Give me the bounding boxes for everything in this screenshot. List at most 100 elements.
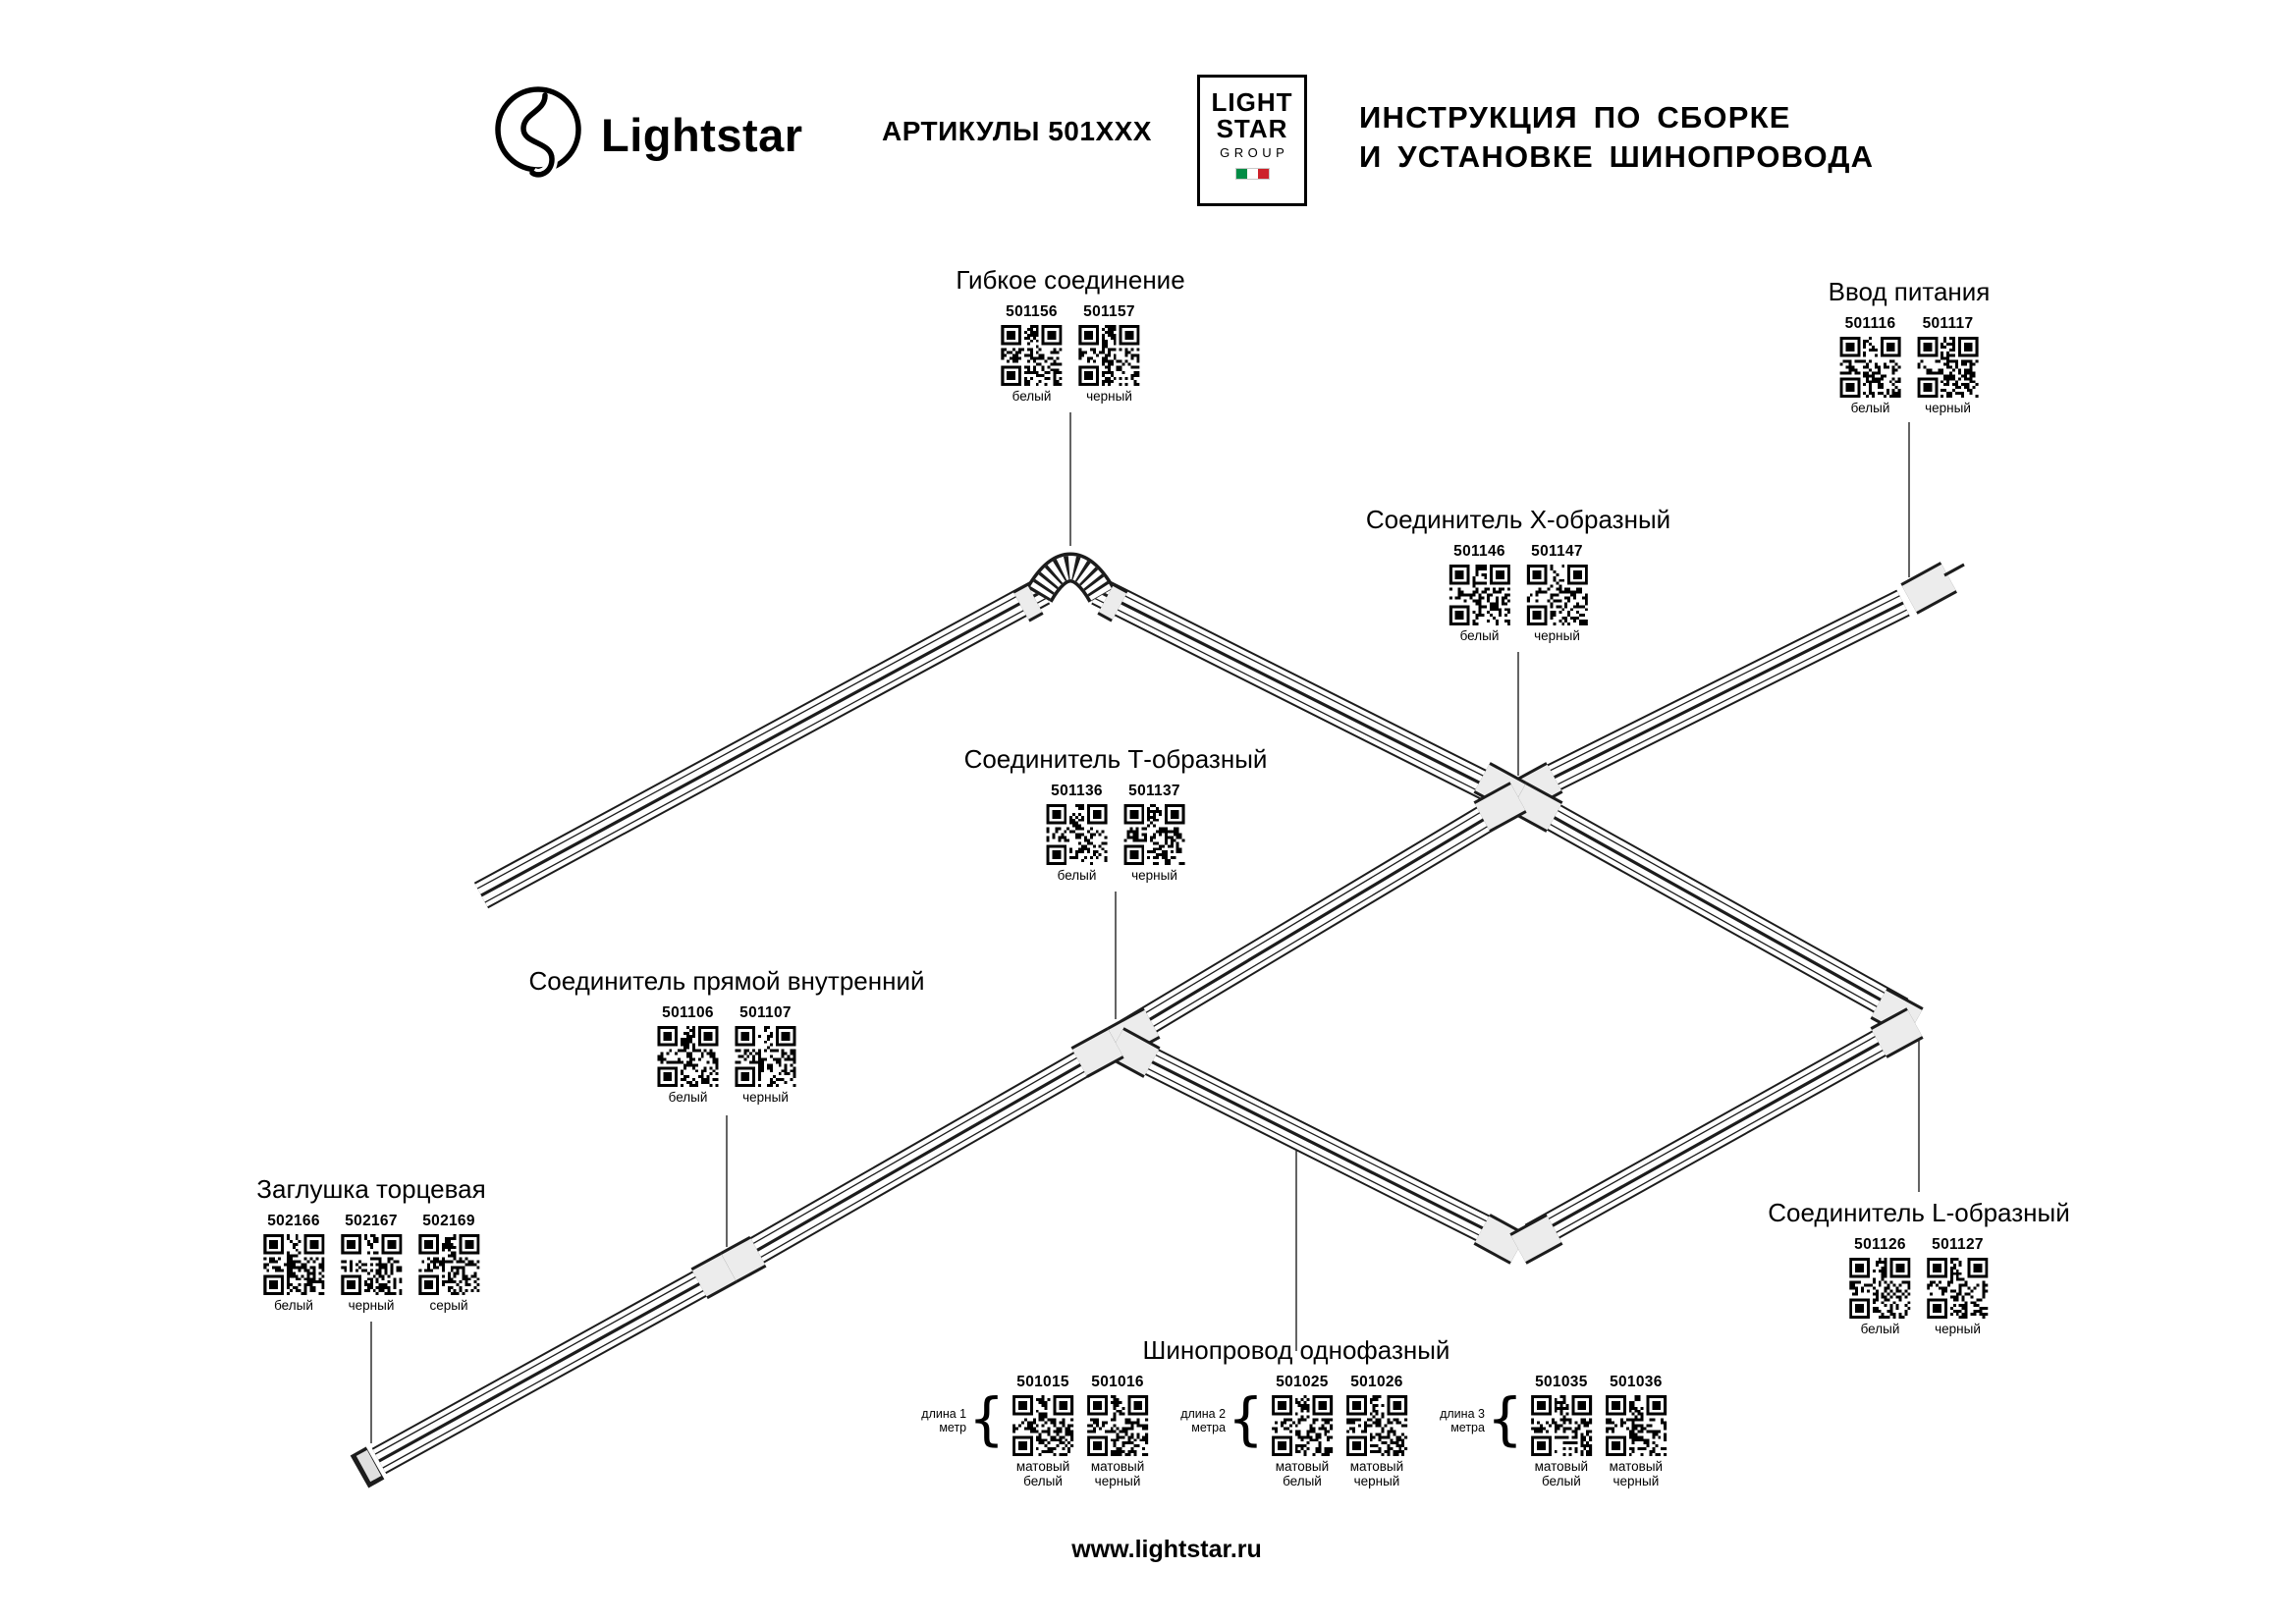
group-title: Заглушка торцевая (256, 1174, 486, 1204)
product-item: 501025 матовый белый (1268, 1374, 1337, 1488)
product-item: 501156 белый (998, 303, 1066, 404)
product-item: 501127 черный (1923, 1236, 1992, 1336)
product-item: 501137 черный (1121, 783, 1189, 883)
qr-code-icon (1012, 1395, 1074, 1456)
article-number: 502167 (345, 1213, 398, 1229)
track-variant-2m: длина 2 метра { 501025 матовый белый 501… (1178, 1374, 1414, 1488)
color-label: белый (274, 1298, 313, 1313)
group-title: Соединитель L-образный (1768, 1198, 2070, 1227)
product-item: 502167 черный (337, 1213, 406, 1313)
group-straight-connector: Соединитель прямой внутренний 501106 бел… (528, 966, 924, 1105)
group-title: Соединитель Х-образный (1365, 505, 1671, 534)
group-logo-line3: GROUP (1220, 145, 1289, 160)
group-track: Шинопровод однофазный длина 1 метр { 501… (919, 1335, 1673, 1488)
page-title: ИНСТРУКЦИЯ ПО СБОРКЕ И УСТАНОВКЕ ШИНОПРО… (1359, 98, 1874, 177)
x-connector-drawing (1473, 762, 1563, 833)
flexible-connector-drawing (1012, 552, 1128, 622)
article-number: 502169 (422, 1213, 475, 1229)
color-label: черный (1925, 401, 1971, 415)
color-label: белый (1459, 628, 1500, 643)
group-flexible-connection: Гибкое соединение 501156 белый 501157 че… (956, 265, 1184, 404)
article-number: 502166 (267, 1213, 320, 1229)
qr-code-icon (735, 1026, 796, 1087)
qr-code-icon (1087, 1395, 1149, 1456)
article-number: 501106 (662, 1004, 714, 1021)
track-variant-1m: длина 1 метр { 501015 матовый белый 5010… (919, 1374, 1155, 1488)
article-number: 501147 (1531, 543, 1583, 560)
article-number: 501026 (1350, 1374, 1403, 1390)
qr-row: 501116 белый 501117 черный (1829, 315, 1991, 415)
product-item: 501117 черный (1913, 315, 1982, 415)
product-item: 501157 черный (1075, 303, 1144, 404)
article-number: 501146 (1453, 543, 1505, 560)
group-title: Ввод питания (1828, 277, 1991, 306)
qr-code-icon (657, 1026, 719, 1087)
group-logo-line1: LIGHT (1211, 87, 1293, 117)
article-number: 501116 (1844, 315, 1896, 332)
article-number: 501126 (1854, 1236, 1906, 1253)
product-item: 501106 белый (654, 1004, 723, 1105)
color-label: черный (348, 1298, 395, 1313)
color-label: матовый черный (1349, 1459, 1404, 1488)
lightstar-logo-icon (495, 86, 581, 181)
qr-code-icon (1526, 565, 1588, 625)
power-feed-drawing (1900, 562, 1965, 615)
product-item: 501107 черный (732, 1004, 800, 1105)
color-label: черный (1935, 1322, 1981, 1336)
color-label: матовый черный (1609, 1459, 1664, 1488)
qr-code-icon (417, 1234, 479, 1295)
group-title: Соединитель Т-образный (963, 744, 1268, 774)
qr-row: 501126 белый 501127 черный (1768, 1236, 2069, 1336)
length-label: длина 2 метра (1180, 1407, 1227, 1434)
color-label: черный (742, 1090, 789, 1105)
group-end-cap: Заглушка торцевая 502166 белый 502167 че… (256, 1174, 485, 1313)
article-number: 501016 (1091, 1374, 1144, 1390)
qr-row: 501146 белый 501147 черный (1366, 543, 1670, 643)
product-item: 501116 белый (1835, 315, 1904, 415)
product-item: 501016 матовый черный (1083, 1374, 1152, 1488)
qr-code-icon (1123, 804, 1185, 865)
product-item: 502169 серый (414, 1213, 483, 1313)
color-label: черный (1534, 628, 1580, 643)
lightstar-logo: Lightstar (489, 82, 803, 187)
qr-row: 501156 белый 501157 черный (956, 303, 1184, 404)
product-item: 501146 белый (1445, 543, 1513, 643)
color-label: матовый белый (1534, 1459, 1589, 1488)
color-label: матовый черный (1090, 1459, 1145, 1488)
article-number: 501107 (739, 1004, 792, 1021)
qr-row: 502166 белый 502167 черный 502169 серый (256, 1213, 485, 1313)
group-title: Гибкое соединение (956, 265, 1185, 295)
color-label: белый (1850, 401, 1890, 415)
article-number: 501157 (1083, 303, 1135, 320)
lightstar-group-logo: LIGHT STAR GROUP (1197, 75, 1307, 206)
length-label: длина 1 метр (921, 1407, 967, 1434)
article-number: 501025 (1276, 1374, 1329, 1390)
color-label: матовый белый (1015, 1459, 1070, 1488)
italian-flag-icon (1234, 168, 1270, 180)
product-item: 501147 черный (1522, 543, 1591, 643)
straight-connector-drawing (690, 1235, 767, 1300)
qr-code-icon (262, 1234, 324, 1295)
qr-code-icon (1046, 804, 1108, 865)
track-variants-row: длина 1 метр { 501015 матовый белый 5010… (919, 1374, 1673, 1488)
leader-lines (370, 412, 1920, 1443)
color-label: черный (1086, 389, 1132, 404)
track-segments (371, 577, 1910, 1475)
corner-connector-drawing (1473, 1214, 1563, 1265)
product-item: 501035 матовый белый (1527, 1374, 1596, 1488)
group-title: Соединитель прямой внутренний (528, 966, 925, 996)
color-label: серый (429, 1298, 468, 1313)
qr-code-icon (1345, 1395, 1407, 1456)
page-title-line2: И УСТАНОВКЕ ШИНОПРОВОДА (1359, 139, 1875, 174)
group-title: Шинопровод однофазный (1142, 1335, 1450, 1365)
qr-code-icon (1849, 1258, 1911, 1319)
group-x-connector: Соединитель Х-образный 501146 белый 5011… (1366, 505, 1670, 643)
color-label: белый (668, 1090, 708, 1105)
length-label: длина 3 метра (1440, 1407, 1485, 1434)
brand-wordmark: Lightstar (601, 108, 803, 161)
qr-row: 501106 белый 501107 черный (528, 1004, 924, 1105)
qr-code-icon (1271, 1395, 1333, 1456)
article-number: 501035 (1535, 1374, 1588, 1390)
qr-code-icon (340, 1234, 402, 1295)
